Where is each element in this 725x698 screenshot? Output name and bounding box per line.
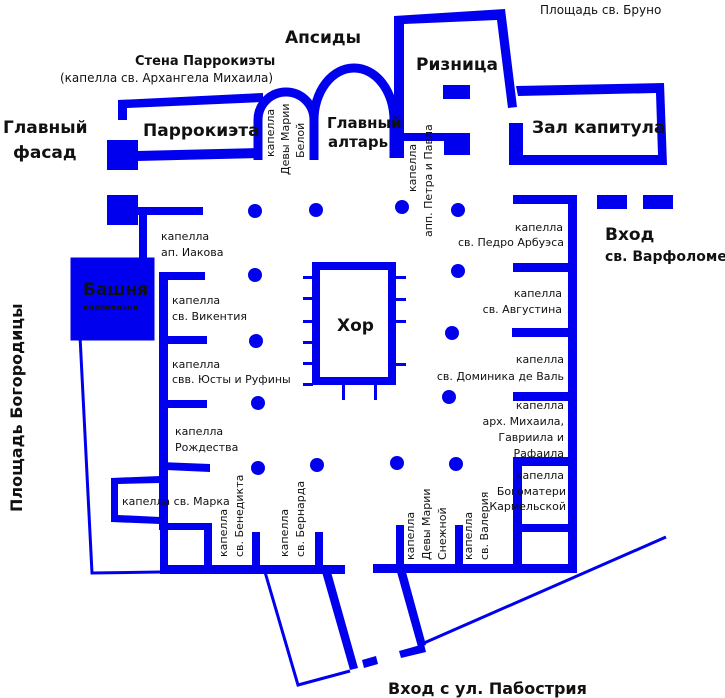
- svg-text:Девы Марии: Девы Марии: [420, 488, 433, 560]
- label-chapter-hall: Зал капитула: [532, 118, 665, 138]
- label-pedro-arbues: капелла св. Педро Арбуэса: [458, 221, 564, 249]
- left-walls: [70, 195, 207, 575]
- svg-text:капелла: капелла: [516, 469, 564, 482]
- label-san-bruno-square: Площадь св. Бруно: [540, 3, 661, 17]
- svg-text:ап. Иакова: ап. Иакова: [161, 246, 224, 259]
- label-virgin-white: капелла Девы Марии Белой: [264, 103, 307, 175]
- label-justa-rufina: капелла свв. Юсты и Руфины: [172, 358, 291, 386]
- label-parroquieta-wall: Стена Паррокиэты: [135, 54, 275, 69]
- label-vincent: капелла св. Викентия: [172, 294, 247, 323]
- svg-text:капелла: капелла: [406, 144, 419, 192]
- svg-text:Снежной: Снежной: [436, 507, 449, 560]
- label-parroquieta-wall-sub: (капелла св. Архангела Михаила): [60, 71, 273, 85]
- svg-text:капелла: капелла: [172, 294, 220, 307]
- label-tower: Башня: [83, 280, 148, 300]
- svg-text:св. Викентия: св. Викентия: [172, 310, 247, 323]
- label-main-facade-2: фасад: [13, 143, 77, 163]
- label-dominic: капелла св. Доминика де Валь: [437, 353, 564, 383]
- svg-text:св. Бернарда: св. Бернарда: [294, 481, 307, 557]
- svg-text:Девы Марии: Девы Марии: [279, 103, 292, 175]
- label-peter-paul: капелла апп. Петра и Павла: [406, 124, 435, 237]
- label-apses: Апсиды: [285, 28, 361, 48]
- svg-text:капелла: капелла: [264, 109, 277, 157]
- apse-walls: [253, 63, 399, 160]
- label-tower-sub: колокольня: [83, 303, 138, 312]
- svg-text:св. Бенедикта: св. Бенедикта: [233, 475, 246, 557]
- svg-text:капелла: капелла: [515, 221, 563, 234]
- svg-text:Гавриила и: Гавриила и: [498, 431, 564, 444]
- label-james: капелла ап. Иакова: [161, 230, 224, 259]
- right-walls: [512, 195, 673, 573]
- svg-text:капелла: капелла: [175, 425, 223, 438]
- svg-text:св. Педро Арбуэса: св. Педро Арбуэса: [458, 236, 564, 249]
- svg-text:Белой: Белой: [294, 123, 307, 158]
- svg-text:арх. Михаила,: арх. Михаила,: [482, 415, 564, 428]
- label-carmel: капелла Богоматери Кармельской: [489, 469, 566, 513]
- svg-text:капелла: капелла: [172, 358, 220, 371]
- label-valerius: капелла св. Валерия: [462, 492, 491, 560]
- label-pabostria-entry: Вход с ул. Пабострия: [388, 679, 587, 698]
- label-main-altar-2: алтарь: [328, 133, 388, 151]
- svg-text:Рождества: Рождества: [175, 441, 238, 454]
- choir-walls: [303, 262, 406, 400]
- bottom-walls: [111, 462, 667, 687]
- label-mark: капелла св. Марка: [122, 495, 230, 508]
- label-virgin-square: Площадь Богородицы: [7, 303, 26, 512]
- label-nativity: капелла Рождества: [175, 425, 238, 454]
- svg-text:св. Августина: св. Августина: [483, 303, 562, 316]
- label-main-altar-1: Главный: [327, 114, 402, 132]
- svg-text:капелла: капелла: [278, 509, 291, 557]
- svg-text:капелла: капелла: [516, 399, 564, 412]
- svg-text:Кармельской: Кармельской: [489, 500, 566, 513]
- label-sacristy: Ризница: [416, 55, 498, 75]
- label-augustine: капелла св. Августина: [483, 287, 562, 316]
- svg-text:капелла: капелла: [516, 353, 564, 366]
- label-parroquieta: Паррокиэта: [143, 121, 260, 141]
- label-choir: Хор: [337, 316, 374, 336]
- label-virgin-snow: капелла Девы Марии Снежной: [404, 488, 449, 560]
- label-archangels: капелла арх. Михаила, Гавриила и Рафаила: [482, 399, 564, 460]
- svg-text:Богоматери: Богоматери: [497, 485, 566, 498]
- sacristy-walls: [394, 9, 517, 158]
- svg-text:капелла: капелла: [404, 512, 417, 560]
- chapter-hall-walls: [509, 83, 667, 165]
- columns: [248, 200, 465, 475]
- svg-text:апп. Петра и Павла: апп. Петра и Павла: [422, 124, 435, 237]
- label-main-facade-1: Главный: [3, 118, 88, 138]
- svg-text:капелла: капелла: [161, 230, 209, 243]
- svg-text:капелла: капелла: [514, 287, 562, 300]
- svg-text:капелла: капелла: [462, 512, 475, 560]
- svg-text:Рафаила: Рафаила: [514, 447, 564, 460]
- svg-text:свв. Юсты и Руфины: свв. Юсты и Руфины: [172, 373, 291, 386]
- label-bartholomew-entry-1: Вход: [605, 225, 654, 245]
- svg-text:св. Валерия: св. Валерия: [478, 492, 491, 560]
- label-bernard: капелла св. Бернарда: [278, 481, 307, 557]
- label-bartholomew-entry-2: св. Варфоломея: [605, 249, 725, 265]
- svg-text:св. Доминика де Валь: св. Доминика де Валь: [437, 370, 564, 383]
- label-benedict: капелла св. Бенедикта: [217, 475, 246, 557]
- svg-text:капелла: капелла: [217, 509, 230, 557]
- parroquieta-walls: [107, 93, 263, 170]
